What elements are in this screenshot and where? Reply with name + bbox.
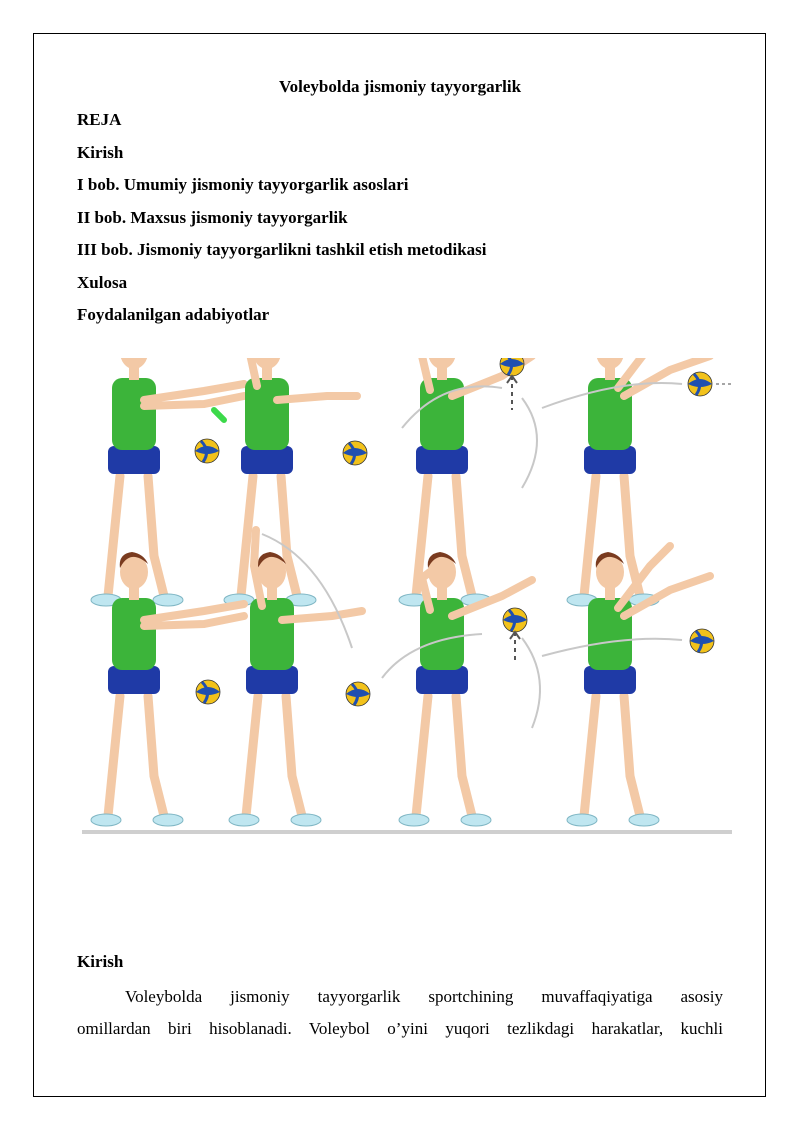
player-figure	[91, 552, 248, 826]
volleyball-icon	[501, 606, 529, 634]
paragraph-line: Voleybolda jismoniy tayyorgarlik sportch…	[125, 987, 723, 1006]
player-figure	[229, 526, 366, 826]
toc-item: Xulosa	[77, 272, 128, 292]
player-figure	[91, 358, 248, 606]
document-title: Voleybolda jismoniy tayyorgarlik	[278, 77, 522, 96]
volleyball-icon	[686, 370, 714, 398]
player-figure	[567, 358, 714, 606]
paragraph-line: omillardan biri hisoblanadi. Voleybol o’…	[77, 1019, 723, 1038]
toc-item: Kirish	[77, 142, 124, 162]
player-figure	[224, 358, 361, 606]
toc-item: I bob. Umumiy jismoniy tayyorgarlik asos…	[77, 175, 409, 194]
toc-item: Foydalanilgan adabiyotlar	[77, 305, 270, 324]
table-of-contents: REJA Kirish I bob. Umumiy jismoniy tayyo…	[77, 108, 487, 336]
volleyball-icon	[341, 439, 369, 467]
volleyball-icon	[344, 680, 372, 708]
page-border	[33, 33, 766, 1097]
volleyball-icon	[194, 678, 222, 706]
toc-item: III bob. Jismoniy tayyorgarlikni tashkil…	[77, 240, 487, 259]
section-heading: Kirish	[77, 952, 124, 971]
toc-item: REJA	[77, 110, 122, 129]
player-figure	[567, 542, 714, 826]
volleyball-serve-illustration	[82, 358, 732, 836]
toc-item: II bob. Maxsus jismoniy tayyorgarlik	[77, 207, 348, 227]
volleyball-icon	[688, 627, 716, 655]
player-figure	[399, 552, 536, 826]
volleyball-icon	[193, 437, 221, 465]
